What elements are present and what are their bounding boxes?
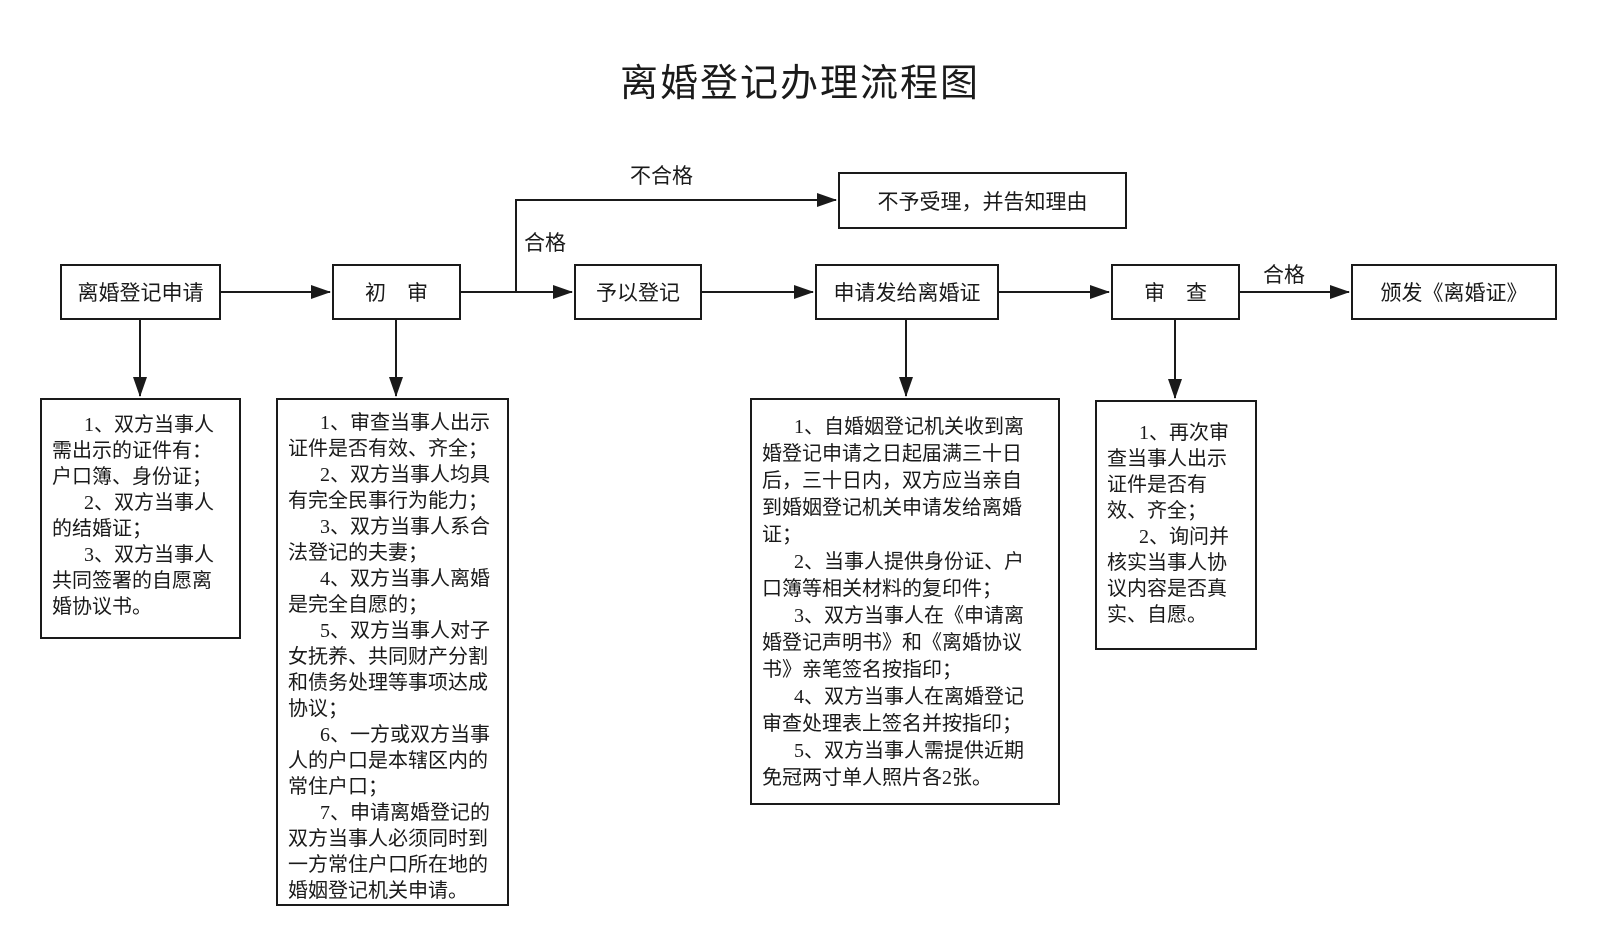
detail-item: 2、双方当事人均具 有完全民事行为能力； [288,464,490,512]
node-review: 审 查 [1111,264,1240,320]
detail-box-initial-review: 1、审查当事人出示 证件是否有效、齐全； 2、双方当事人均具 有完全民事行为能力… [276,398,509,906]
detail-item: 3、双方当事人 共同签署的自愿离 婚协议书。 [52,544,214,618]
detail-box-certificate-request: 1、自婚姻登记机关收到离 婚登记申请之日起届满三十日 后，三十日内，双方应当亲自… [750,398,1060,805]
edge-label-pass-final: 合格 [1263,263,1305,287]
node-initial-review: 初 审 [332,264,461,320]
detail-item: 5、双方当事人需提供近期 免冠两寸单人照片各2张。 [762,740,1024,789]
detail-item: 1、再次审 查当事人出示 证件是否有 效、齐全； [1107,422,1229,522]
node-reject-notice: 不予受理，并告知理由 [838,172,1127,229]
detail-box-applicant: 1、双方当事人 需出示的证件有： 户口簿、身份证； 2、双方当事人 的结婚证； … [40,398,241,639]
detail-item: 4、双方当事人离婚 是完全自愿的； [288,568,490,616]
detail-item: 4、双方当事人在离婚登记 审查处理表上签名并按指印； [762,686,1024,735]
detail-box-review: 1、再次审 查当事人出示 证件是否有 效、齐全； 2、询问并 核实当事人协 议内… [1095,400,1257,650]
node-request-certificate: 申请发给离婚证 [815,264,999,320]
detail-item: 2、当事人提供身份证、户 口簿等相关材料的复印件； [762,551,1024,600]
detail-item: 3、双方当事人系合 法登记的夫妻； [288,516,490,564]
node-issue-certificate: 颁发《离婚证》 [1351,264,1557,320]
node-divorce-application: 离婚登记申请 [60,264,221,320]
page-title: 离婚登记办理流程图 [619,63,980,105]
detail-item: 1、自婚姻登记机关收到离 婚登记申请之日起届满三十日 后，三十日内，双方应当亲自… [762,416,1024,546]
detail-item: 3、双方当事人在《申请离 婚登记声明书》和《离婚协议 书》亲笔签名按指印； [762,605,1024,681]
detail-item: 2、双方当事人 的结婚证； [52,492,214,540]
detail-item: 1、审查当事人出示 证件是否有效、齐全； [288,412,490,460]
node-grant-registration: 予以登记 [574,264,702,320]
detail-item: 1、双方当事人 需出示的证件有： 户口簿、身份证； [52,414,214,488]
detail-item: 6、一方或双方当事 人的户口是本辖区内的 常住户口； [288,724,490,798]
edge-label-pass-branch: 合格 [524,231,566,255]
detail-item: 7、申请离婚登记的 双方当事人必须同时到 一方常住户口所在地的 婚姻登记机关申请… [288,802,490,902]
detail-item: 5、双方当事人对子 女抚养、共同财产分割 和债务处理等事项达成 协议； [288,620,490,720]
detail-item: 2、询问并 核实当事人协 议内容是否真 实、自愿。 [1107,526,1229,626]
edge-label-fail: 不合格 [630,164,693,188]
